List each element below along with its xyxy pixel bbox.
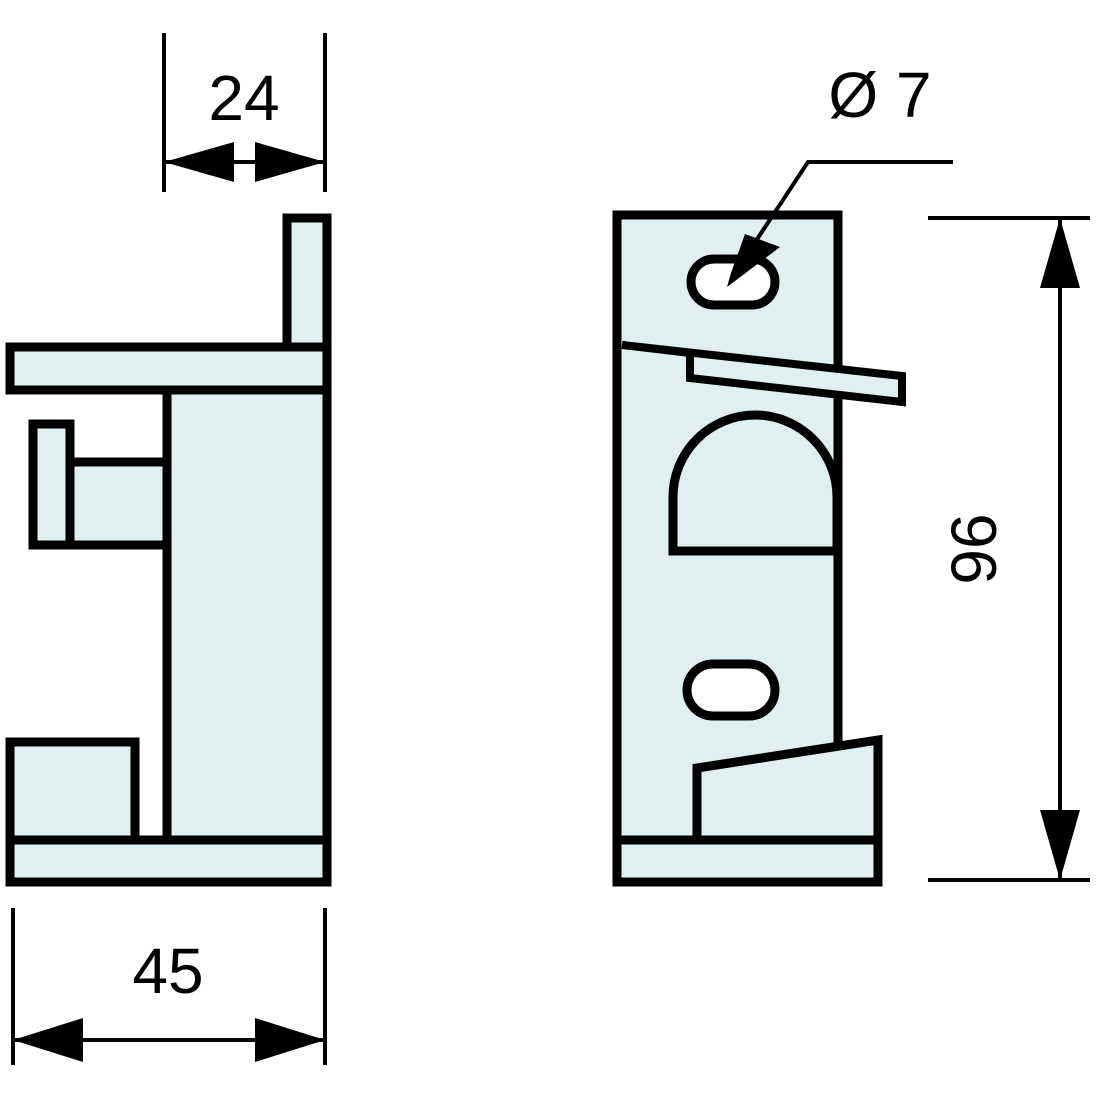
- dim-24-label: 24: [208, 62, 279, 134]
- dim-45-arrowhead-left: [13, 1018, 83, 1062]
- side-view-foot-block: [5, 737, 140, 845]
- dim-24-arrowhead-right: [255, 142, 325, 182]
- dim-45-label: 45: [132, 935, 203, 1007]
- diameter-callout: Ø 7: [727, 59, 953, 287]
- front-view-lower-gusset: [692, 734, 883, 845]
- dimension-45: 45: [11, 908, 327, 1065]
- front-view-lower-slot-hole: [682, 659, 780, 721]
- diameter-leader-line: [740, 160, 953, 264]
- dim-96-label: 96: [938, 513, 1010, 584]
- front-view-d-cutout: [668, 410, 842, 556]
- dimension-96: 96: [928, 216, 1090, 882]
- side-view-hook-leg: [28, 419, 75, 550]
- dim-96-arrowhead-bottom: [1040, 810, 1080, 880]
- dimension-24: 24: [162, 33, 327, 192]
- diameter-callout-label: Ø 7: [828, 59, 931, 131]
- front-view-inclined-shelf: [621, 341, 906, 407]
- front-view: [612, 210, 906, 887]
- dim-45-arrowhead-right: [255, 1018, 325, 1062]
- side-view-top-arm: [5, 342, 332, 395]
- side-view: [5, 213, 332, 887]
- dim-24-arrowhead-left: [164, 142, 234, 182]
- side-view-main-body: [162, 385, 332, 845]
- front-view-base-plate: [612, 835, 883, 887]
- side-view-hook-arm: [65, 457, 172, 550]
- diameter-leader-arrowhead: [727, 234, 780, 287]
- side-view-base-plate: [5, 835, 332, 887]
- dim-96-arrowhead-top: [1040, 218, 1080, 288]
- side-view-top-tab: [282, 213, 332, 352]
